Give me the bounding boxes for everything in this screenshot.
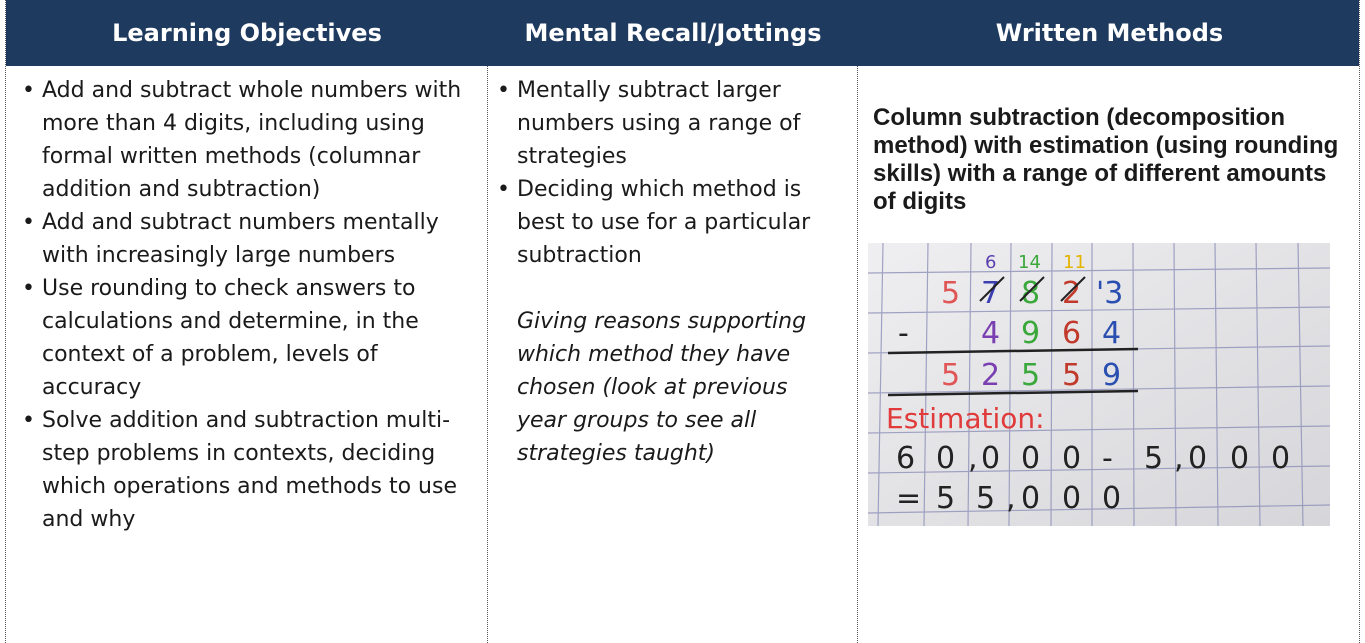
digit: '3 [1096, 276, 1123, 311]
header-mental-recall: Mental Recall/Jottings [524, 19, 822, 47]
learning-objectives-list: Add and subtract whole numbers with more… [20, 74, 475, 536]
exchange-mark: 6 [985, 252, 996, 273]
estimation-label: Estimation: [886, 402, 1045, 435]
mental-recall-column: Mentally subtract larger numbers using a… [495, 74, 840, 470]
result-char: 0 [1102, 481, 1121, 516]
list-item: Add and subtract whole numbers with more… [20, 74, 475, 206]
learning-objectives-column: Add and subtract whole numbers with more… [20, 74, 475, 536]
estimate-char: 0 [1271, 441, 1290, 476]
estimate-char: , [968, 441, 978, 476]
result-char: 5 [936, 481, 955, 516]
estimate-char: 0 [1188, 441, 1207, 476]
digit: 9 [1021, 316, 1040, 351]
minus-sign: - [898, 316, 909, 351]
mental-recall-note: Giving reasons supporting which method t… [517, 309, 807, 466]
estimate-char: 6 [896, 441, 915, 476]
list-item: Deciding which method is best to use for… [495, 173, 840, 272]
written-methods-title: Column subtraction (decomposition method… [873, 104, 1339, 215]
mental-recall-list: Mentally subtract larger numbers using a… [495, 74, 840, 272]
result-char: = [896, 481, 921, 516]
digit: 6 [1062, 316, 1081, 351]
digit: 5 [1021, 358, 1040, 393]
estimate-char: 0 [1062, 441, 1081, 476]
digit: 8 [1021, 276, 1040, 311]
estimate-char: 0 [981, 441, 1000, 476]
written-methods-column: Column subtraction (decomposition method… [873, 104, 1343, 216]
column-subtraction-photo: 6 14 11 5 7 8 2 '3 - 4 9 6 4 5 2 5 5 9 E… [868, 243, 1330, 526]
estimate-char: 0 [1230, 441, 1249, 476]
estimate-char: , [1174, 441, 1184, 476]
result-char: , [1006, 481, 1016, 516]
estimate-char: 5 [1144, 441, 1163, 476]
column-divider [857, 66, 858, 643]
digit: 5 [941, 358, 960, 393]
header-learning-objectives: Learning Objectives [112, 19, 382, 47]
digit: 5 [941, 276, 960, 311]
digit: 4 [1102, 316, 1121, 351]
exchange-mark: 11 [1063, 252, 1086, 273]
list-item: Mentally subtract larger numbers using a… [495, 74, 840, 173]
digit: 2 [1062, 276, 1081, 311]
header-written-methods: Written Methods [995, 19, 1224, 47]
table-header: Learning Objectives Mental Recall/Jottin… [6, 0, 1359, 66]
result-char: 0 [1062, 481, 1081, 516]
list-item: Use rounding to check answers to calcula… [20, 272, 475, 404]
digit: 7 [981, 276, 1000, 311]
digit: 5 [1062, 358, 1081, 393]
result-char: 0 [1021, 481, 1040, 516]
estimate-char: - [1102, 441, 1113, 476]
digit: 9 [1102, 358, 1121, 393]
grid-lines [868, 243, 1330, 526]
exchange-mark: 14 [1018, 252, 1041, 273]
estimate-char: 0 [1021, 441, 1040, 476]
estimate-char: 0 [936, 441, 955, 476]
list-item: Add and subtract numbers mentally with i… [20, 206, 475, 272]
digit: 4 [981, 316, 1000, 351]
result-char: 5 [976, 481, 995, 516]
column-divider [487, 66, 488, 643]
objectives-table: Learning Objectives Mental Recall/Jottin… [5, 0, 1360, 643]
digit: 2 [981, 358, 1000, 393]
handwritten-grid-image: 6 14 11 5 7 8 2 '3 - 4 9 6 4 5 2 5 5 9 E… [868, 243, 1330, 526]
list-item: Solve addition and subtraction multi-ste… [20, 404, 475, 536]
